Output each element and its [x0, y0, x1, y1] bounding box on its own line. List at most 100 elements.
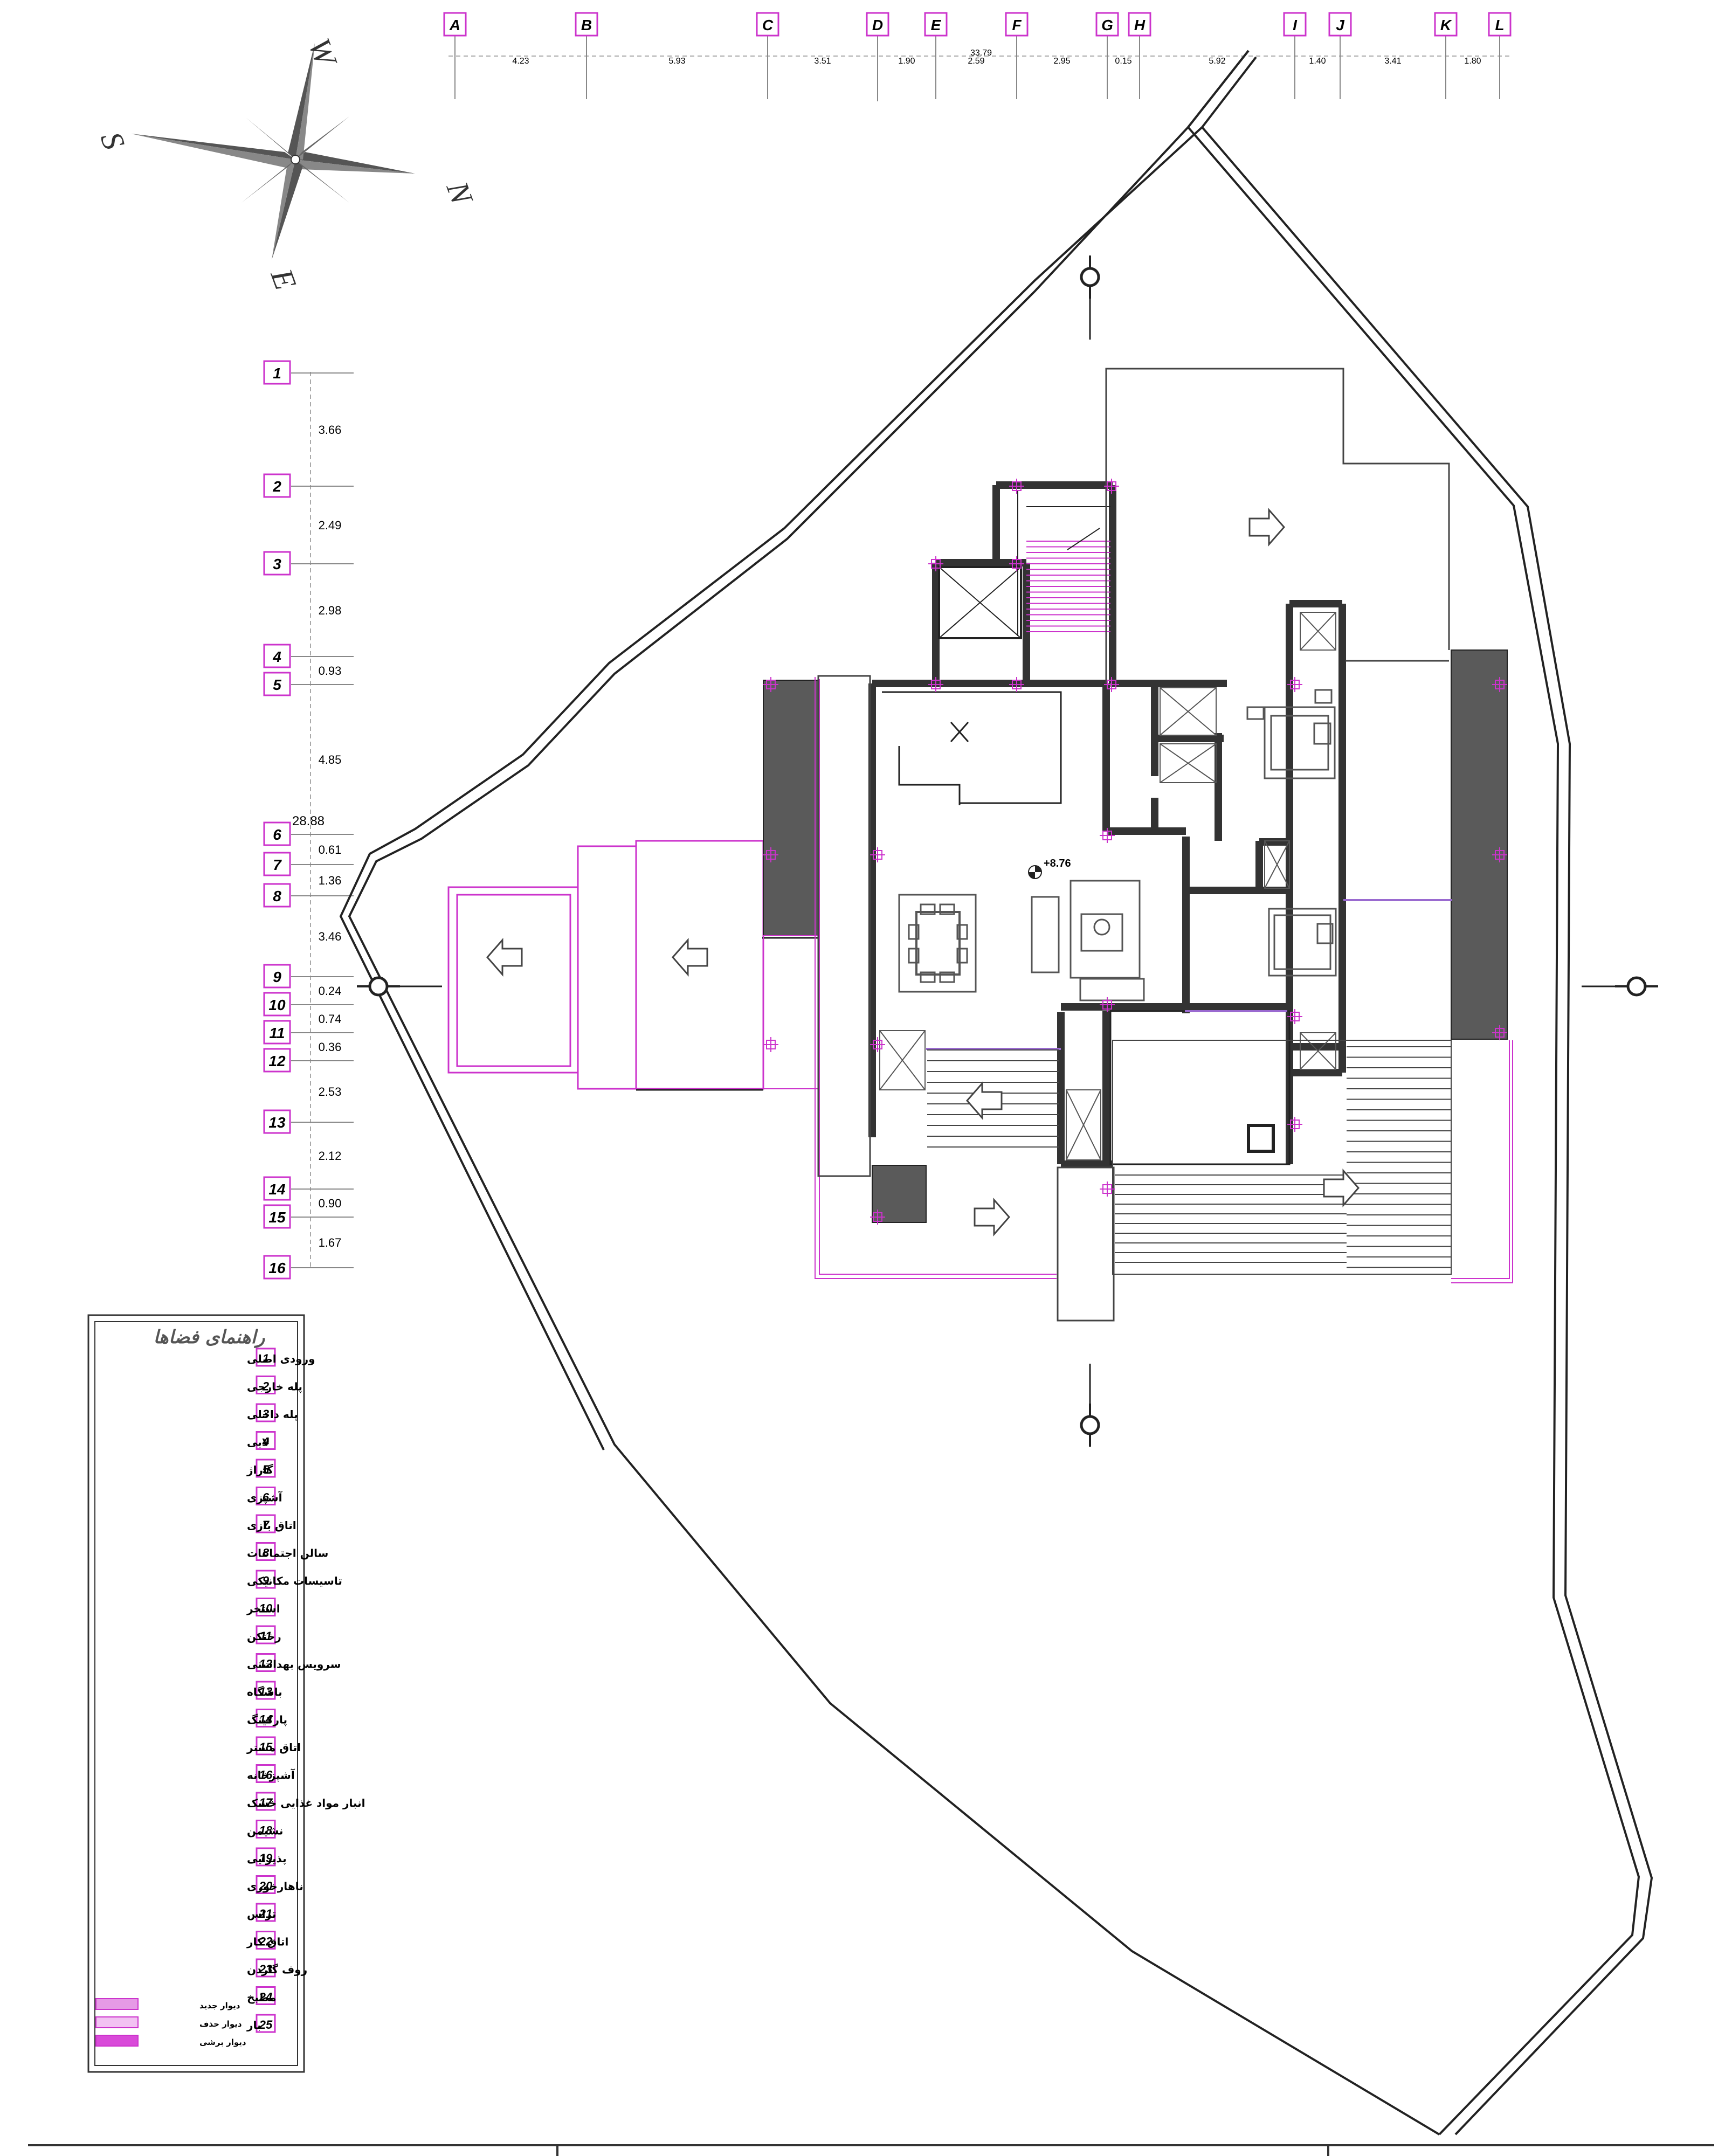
column-label-K: K — [1440, 17, 1452, 33]
row-dimension: 2.53 — [319, 1085, 342, 1098]
wall-key-label: دیوار جدید — [199, 2001, 240, 2010]
outdoor-stairs — [927, 1040, 1452, 1275]
row-dimension: 0.24 — [319, 984, 342, 998]
window-strip-2 — [1343, 899, 1452, 901]
section-markers — [357, 255, 1658, 1447]
column-dimension: 5.92 — [1209, 57, 1225, 66]
legend-number: 20 — [259, 1879, 273, 1893]
legend-label: ناهارخوری — [247, 1880, 303, 1893]
column-label-I: I — [1293, 17, 1298, 33]
compass-rose-icon — [131, 43, 415, 260]
column-label-A: A — [449, 17, 460, 33]
legend-label: سرویس بهداشتی — [247, 1658, 341, 1671]
row-label-12: 12 — [268, 1053, 286, 1069]
legend-label: گاراژ — [246, 1463, 273, 1476]
legend-label: استخر — [246, 1602, 280, 1615]
wall-key-label: دیوار برشی — [199, 2037, 246, 2047]
row-total-dimension: 28.88 — [292, 814, 325, 828]
column-label-L: L — [1495, 17, 1504, 33]
compass-east-label: E — [264, 264, 303, 294]
legend-number: 16 — [259, 1768, 273, 1782]
structural-column-markers — [763, 479, 1507, 1225]
column-label-C: C — [762, 17, 774, 33]
column-dimension: 4.23 — [512, 57, 529, 66]
column-dimension: 3.41 — [1384, 57, 1401, 66]
legend-label: پله داخلی — [247, 1408, 298, 1421]
row-dimension: 0.61 — [319, 843, 342, 856]
compass-west-label: W — [302, 33, 344, 72]
service-shafts — [879, 1030, 1275, 1160]
row-dimension: 1.36 — [319, 874, 342, 887]
level-mark-icon — [1028, 865, 1042, 879]
elevator-shaft — [938, 566, 1022, 639]
legend-label: بار — [246, 2019, 261, 2031]
column-dimension: 1.80 — [1464, 57, 1481, 66]
level-mark-label: +8.76 — [1044, 858, 1071, 869]
row-dimension: 3.46 — [319, 930, 342, 943]
legend-label: تاسیسات مکانیکی — [247, 1574, 342, 1587]
shear-walls — [763, 649, 1508, 1223]
legend-number: 18 — [259, 1824, 273, 1837]
site-boundary — [339, 50, 1653, 2136]
row-label-14: 14 — [268, 1181, 286, 1198]
row-label-9: 9 — [273, 969, 281, 985]
row-label-3: 3 — [273, 556, 281, 572]
building-walls — [868, 481, 1346, 1168]
legend-label: اتاق مستر — [246, 1741, 301, 1754]
legend-label: لابی — [247, 1436, 270, 1449]
living-room-sofa — [1031, 880, 1145, 1001]
legend-number: 15 — [259, 1740, 273, 1754]
window-strip — [1185, 1010, 1287, 1012]
column-label-B: B — [581, 17, 592, 33]
legend-number: 1 — [263, 1352, 269, 1365]
row-label-2: 2 — [272, 478, 281, 495]
legend-label: پله خارجی — [247, 1380, 302, 1394]
column-dimension: 0.15 — [1115, 57, 1131, 66]
legend-label: روف گاردن — [247, 1963, 307, 1976]
legend-wall-keys: دیوار جدید دیوار حذف دیوار برشی — [95, 1998, 246, 2047]
legend-label: آشپزی — [247, 1491, 283, 1505]
legend-number: 11 — [260, 1629, 272, 1643]
row-dimension: 3.66 — [319, 423, 342, 437]
legend-number: 12 — [259, 1657, 273, 1671]
column-dimension: 2.59 — [968, 57, 984, 66]
legend-number: 4 — [262, 1435, 269, 1449]
legend-number: 5 — [263, 1463, 270, 1476]
row-label-7: 7 — [273, 856, 282, 873]
column-label-D: D — [872, 17, 883, 33]
row-dimension: 1.67 — [319, 1236, 342, 1249]
legend-title: راهنمای فضاها — [154, 1326, 265, 1348]
row-label-4: 4 — [272, 648, 281, 665]
legend-number: 3 — [263, 1407, 269, 1421]
column-dimension: 3.51 — [814, 57, 831, 66]
row-grid: 123456789101112131415163.662.492.980.934… — [263, 360, 354, 1280]
column-dimension: 1.90 — [898, 57, 915, 66]
kitchen-counter — [882, 691, 1062, 805]
legend-number: 17 — [259, 1796, 273, 1809]
legend-number: 23 — [259, 1962, 272, 1976]
row-label-8: 8 — [273, 888, 281, 904]
side-corridor — [817, 675, 871, 1177]
terrace-room-outline — [1109, 1010, 1291, 1165]
legend-label: ورودی اصلی — [247, 1352, 315, 1365]
legend-number: 14 — [259, 1713, 272, 1726]
lower-entry-strip — [1057, 1166, 1115, 1322]
legend-number: 24 — [259, 1991, 272, 2004]
bedroom-upper — [1246, 689, 1336, 779]
column-total-dimension: 33.79 — [970, 49, 992, 58]
wall-key-label: دیوار حذف — [199, 2019, 242, 2029]
column-dimension: 5.93 — [668, 57, 685, 66]
legend-number: 13 — [259, 1685, 272, 1698]
title-block-frame — [28, 2144, 1714, 2156]
legend-label: نشیمن — [247, 1825, 283, 1837]
row-label-6: 6 — [273, 826, 281, 843]
compass-north-label: N — [439, 176, 480, 210]
bathrooms — [1160, 612, 1336, 1070]
column-dimension: 2.95 — [1053, 57, 1070, 66]
legend-number: 9 — [263, 1574, 270, 1587]
row-dimension: 2.12 — [319, 1149, 342, 1163]
row-label-15: 15 — [268, 1209, 286, 1226]
column-label-E: E — [931, 17, 942, 33]
